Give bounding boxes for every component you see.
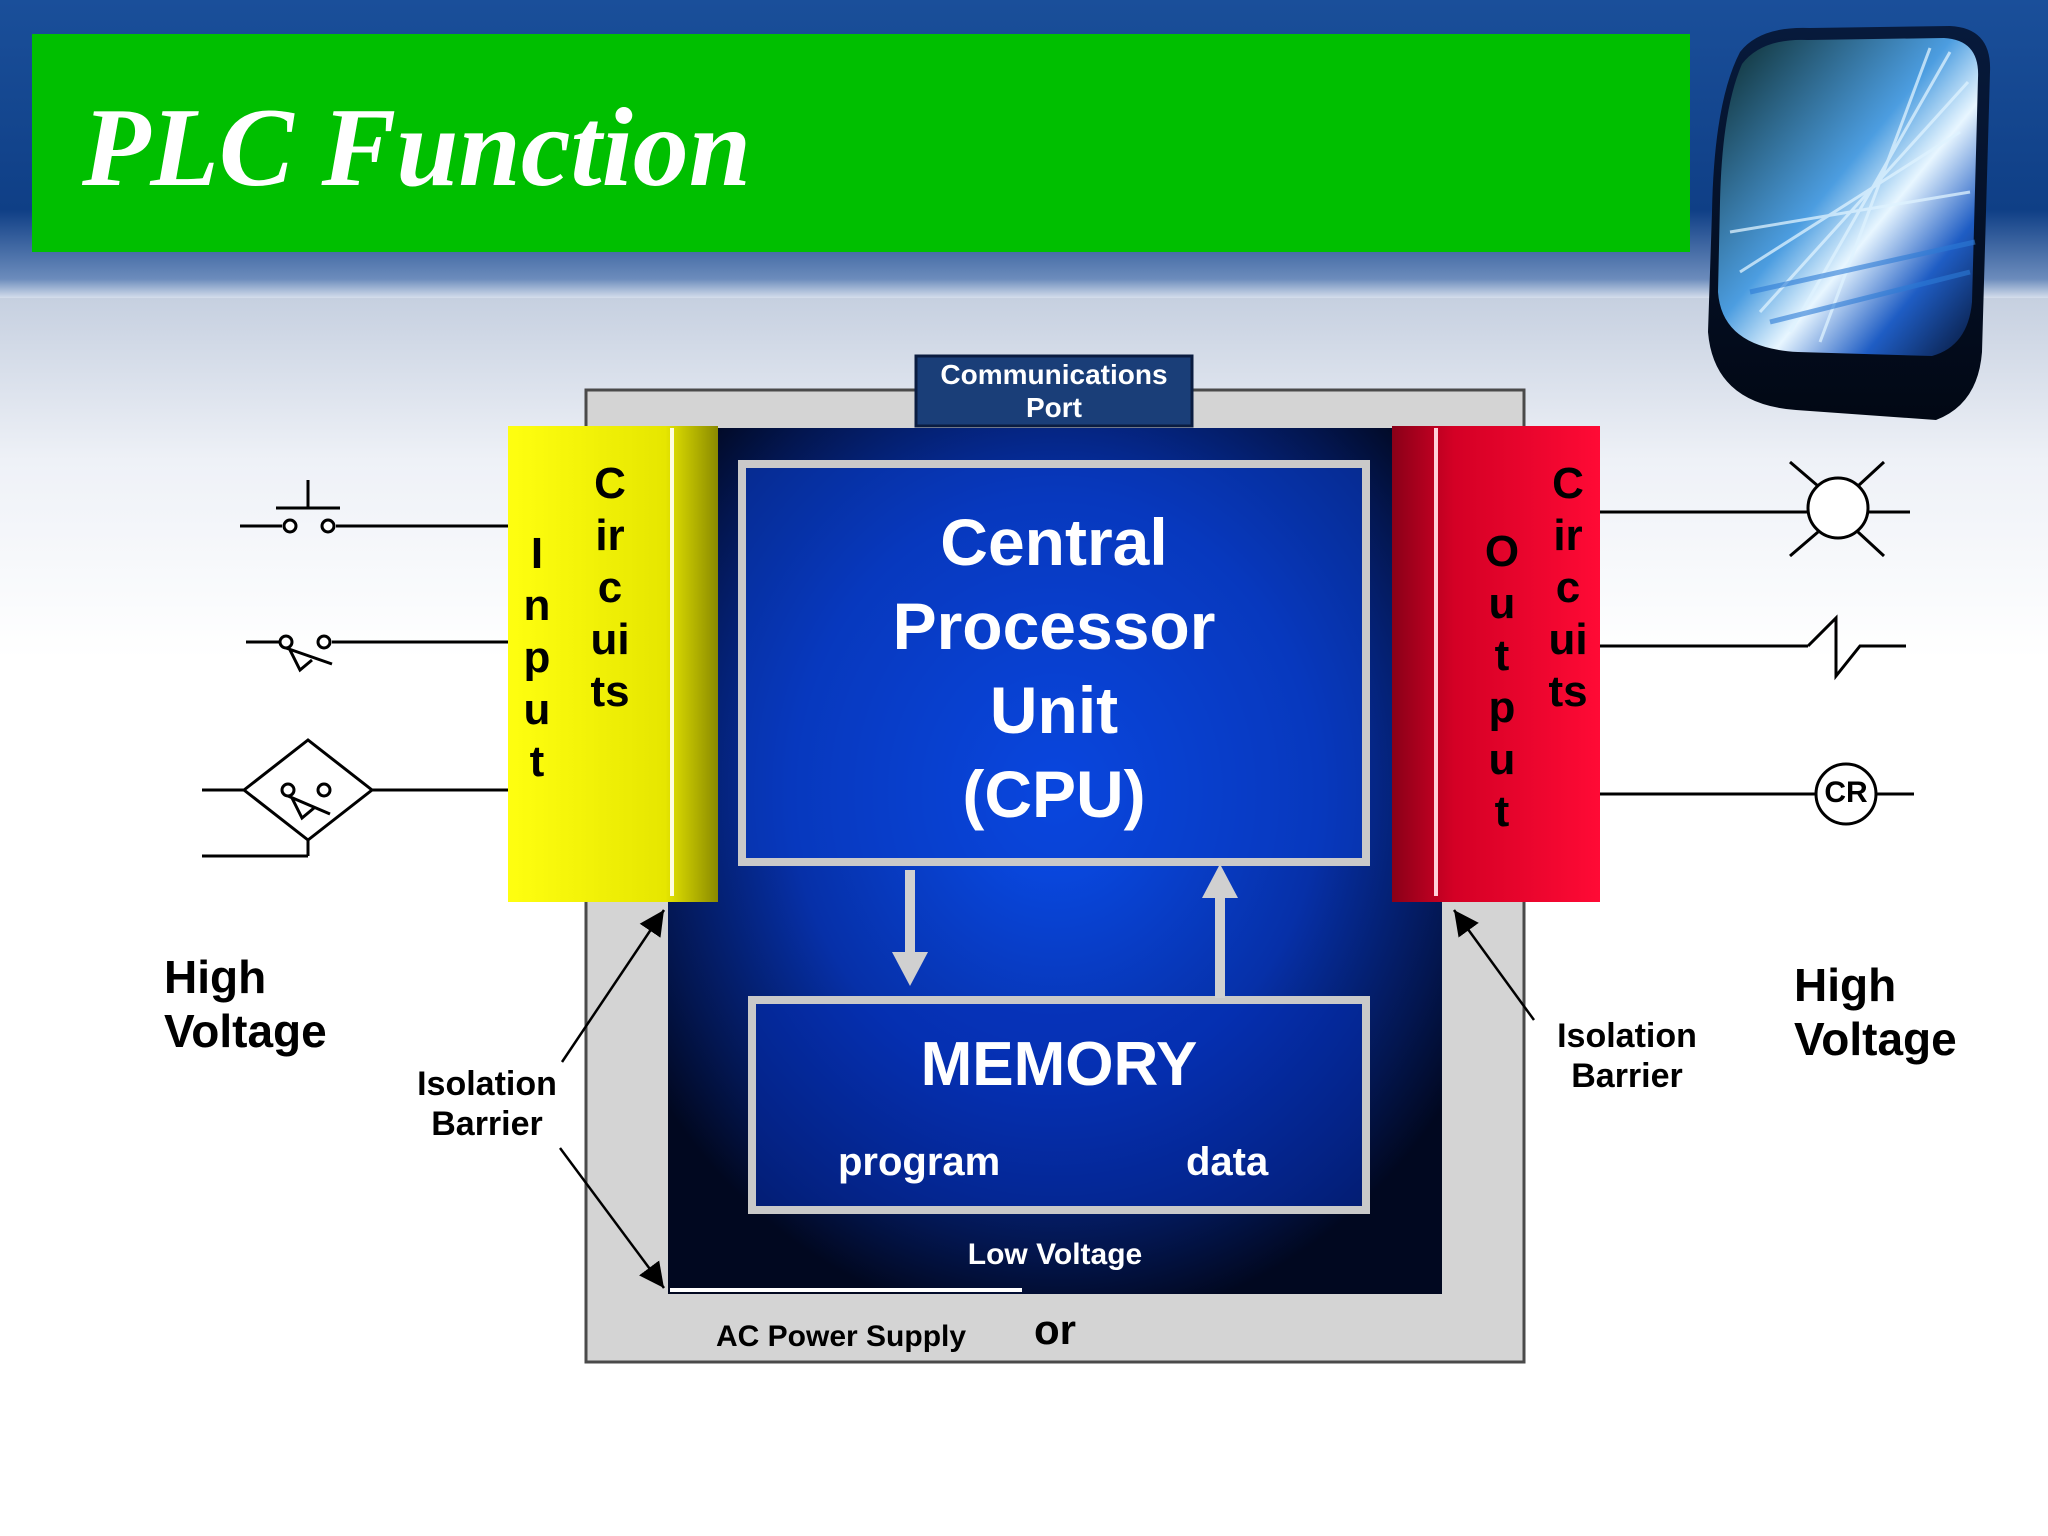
memory-to-cpu-arrow bbox=[1202, 864, 1238, 998]
high-voltage-left-label: High Voltage bbox=[164, 951, 327, 1057]
solenoid-coil-icon bbox=[1600, 614, 1906, 681]
cpu-box bbox=[738, 460, 1370, 866]
or-label: or bbox=[1034, 1306, 1076, 1353]
control-relay-icon bbox=[1600, 762, 1914, 826]
communications-port-box bbox=[914, 354, 1194, 428]
memory-title: MEMORY bbox=[920, 1030, 1198, 1099]
control-relay-label: CR bbox=[1824, 776, 1868, 809]
isolation-arrow-right bbox=[1452, 909, 1536, 1021]
memory-data-label: data bbox=[1186, 1140, 1269, 1184]
high-voltage-right-label: High Voltage bbox=[1794, 959, 1957, 1065]
input-circuits-block bbox=[508, 426, 718, 902]
power-supply-label: AC Power Supply bbox=[716, 1320, 967, 1353]
pushbutton-switch-icon bbox=[240, 480, 508, 534]
output-circuits-block bbox=[1392, 426, 1600, 902]
communications-port-label: Communications Port bbox=[940, 359, 1168, 423]
low-voltage-label: Low Voltage bbox=[967, 1238, 1143, 1271]
input-circuits-vertical-label: Circuits bbox=[590, 459, 630, 716]
output-vertical-label: Output bbox=[1484, 527, 1520, 836]
memory-box bbox=[748, 996, 1370, 1214]
isolation-arrow-left-upper bbox=[560, 909, 666, 1063]
proximity-sensor-icon bbox=[202, 738, 508, 858]
cpu-label: Central Processor Unit (CPU) bbox=[892, 505, 1216, 831]
isolation-barrier-right-label: Isolation Barrier bbox=[1557, 1017, 1697, 1095]
isolation-barrier-left-label: Isolation Barrier bbox=[417, 1065, 557, 1143]
light-burst-logo-icon bbox=[1708, 26, 1991, 420]
limit-switch-icon bbox=[246, 634, 508, 673]
isolation-arrow-left-lower bbox=[558, 1147, 666, 1289]
pilot-light-icon bbox=[1600, 460, 1910, 558]
memory-program-label: program bbox=[838, 1140, 1001, 1184]
output-circuits-vertical-label: Circuits bbox=[1548, 459, 1588, 716]
title-bar: PLC Function bbox=[32, 34, 1690, 252]
cpu-to-memory-arrow bbox=[892, 870, 928, 986]
slide-title: PLC Function bbox=[82, 86, 752, 210]
input-vertical-label: Input bbox=[523, 529, 551, 786]
